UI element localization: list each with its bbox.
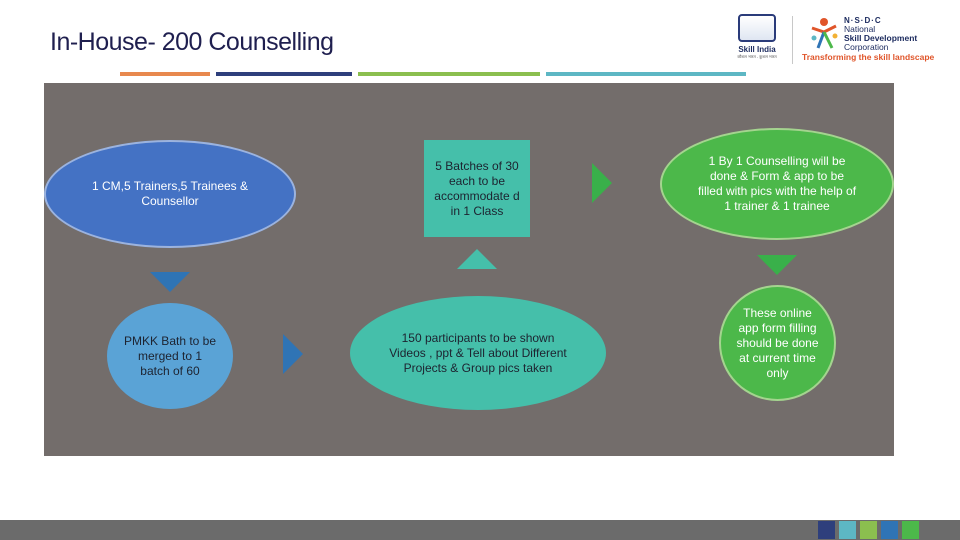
- arrow-up-icon: [457, 249, 497, 269]
- arrow-down-1-icon: [150, 272, 190, 292]
- footer-bar: [0, 520, 960, 540]
- flow-node-participants: 150 participants to be shown Videos , pp…: [350, 296, 606, 410]
- accent-bar-navy: [216, 72, 352, 76]
- nsdc-line-1: National: [844, 24, 876, 34]
- flow-node-team-label: 1 CM,5 Trainers,5 Trainees & Counsellor: [91, 179, 249, 208]
- accent-bar-green: [358, 72, 540, 76]
- flow-node-counselling: 1 By 1 Counselling will be done & Form &…: [660, 128, 894, 240]
- flow-node-batches-label: 5 Batches of 30 each to be accommodate d…: [434, 158, 520, 218]
- nsdc-acronym: N·S·D·C: [844, 16, 882, 25]
- skill-india-name: Skill India: [738, 45, 776, 54]
- accent-bar-orange: [120, 72, 210, 76]
- flow-node-counselling-label: 1 By 1 Counselling will be done & Form &…: [697, 154, 857, 213]
- nsdc-line-2: Skill Development: [844, 33, 918, 43]
- flow-node-participants-label: 150 participants to be shown Videos , pp…: [389, 330, 567, 375]
- footer-square-3: [860, 521, 877, 539]
- flow-node-merge: PMKK Bath to be merged to 1 batch of 60: [107, 303, 233, 409]
- arrow-right-2-icon: [592, 163, 612, 203]
- skill-india-tagline: कौशल भारत - कुशल भारत: [737, 54, 777, 59]
- footer-square-1: [818, 521, 835, 539]
- footer-square-2: [839, 521, 856, 539]
- flow-node-merge-label: PMKK Bath to be merged to 1 batch of 60: [123, 333, 217, 378]
- accent-bar-teal: [546, 72, 746, 76]
- nsdc-figure-icon: [811, 18, 838, 49]
- nsdc-tagline: Transforming the skill landscape: [802, 52, 935, 62]
- skill-india-emblem-icon: [738, 14, 776, 42]
- page-title: In-House- 200 Counselling: [50, 28, 334, 56]
- flow-node-team: 1 CM,5 Trainers,5 Trainees & Counsellor: [44, 140, 296, 248]
- flow-node-online-form-label: These online app form filling should be …: [736, 305, 819, 380]
- nsdc-text: N·S·D·C National Skill Development Corpo…: [844, 16, 944, 52]
- footer-square-5: [902, 521, 919, 539]
- logo-divider: [792, 16, 793, 64]
- skill-india-logo: Skill India कौशल भारत - कुशल भारत: [728, 14, 786, 66]
- arrow-down-2-icon: [757, 255, 797, 275]
- footer-square-4: [881, 521, 898, 539]
- flow-node-online-form: These online app form filling should be …: [719, 285, 836, 401]
- flow-node-batches: 5 Batches of 30 each to be accommodate d…: [424, 140, 530, 237]
- header-logos: Skill India कौशल भारत - कुशल भारत N·S·D·…: [728, 14, 943, 66]
- arrow-right-1-icon: [283, 334, 303, 374]
- nsdc-line-3: Corporation: [844, 42, 889, 52]
